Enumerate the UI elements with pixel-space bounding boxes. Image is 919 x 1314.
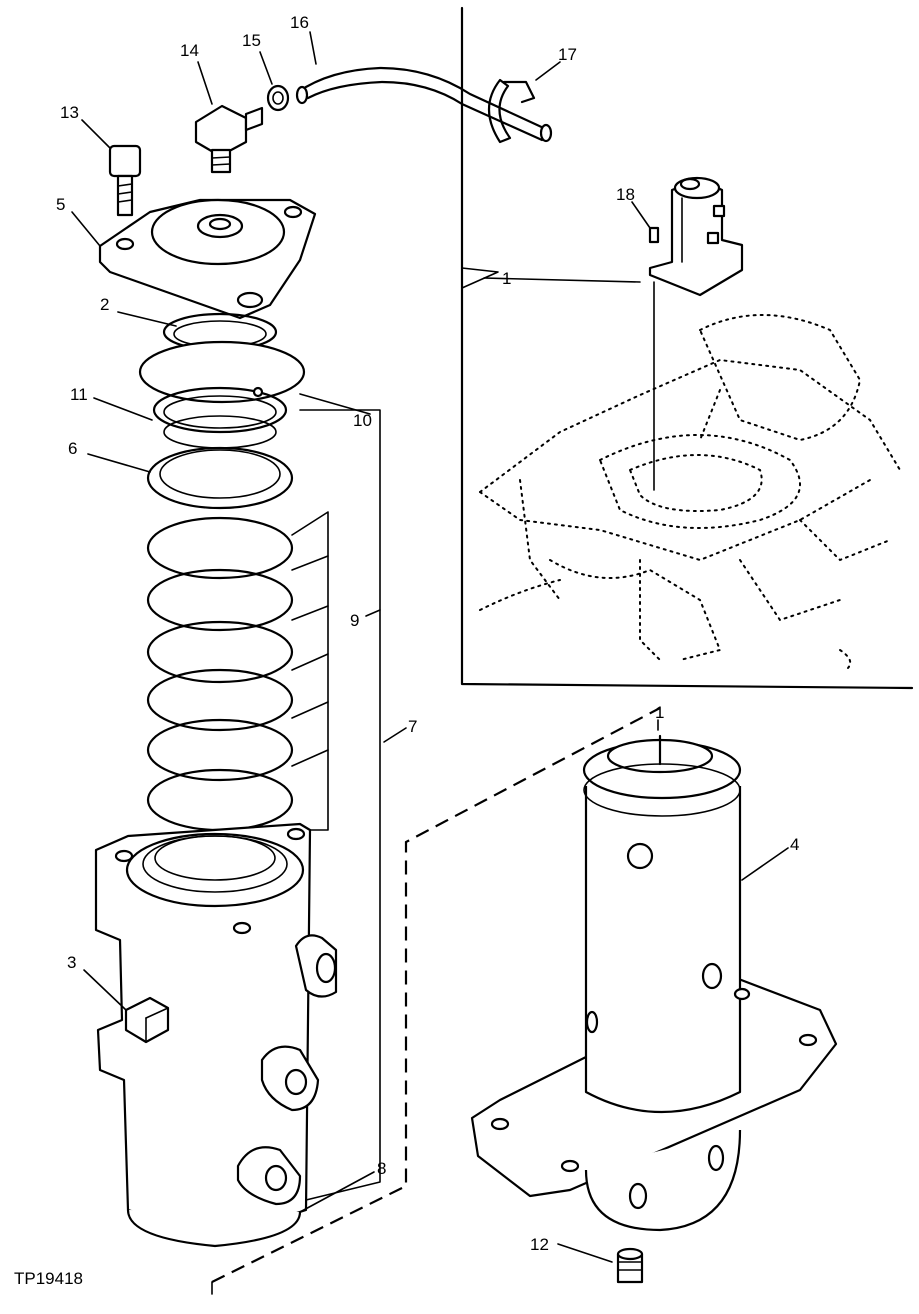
leader-lines	[71, 31, 789, 1295]
callout-10: 10	[353, 411, 372, 430]
inset-swivel-joint	[648, 176, 744, 491]
callout-1: 1	[502, 269, 511, 288]
part-15-nut	[266, 84, 290, 112]
part-9-seal-stack	[146, 511, 329, 832]
part-3-plug	[124, 996, 170, 1044]
figure-id: TP19418	[14, 1269, 83, 1288]
part-8-housing	[94, 822, 338, 1248]
callout-18: 18	[616, 185, 635, 204]
callout-8: 8	[377, 1159, 386, 1178]
part-5-cover-plate	[98, 198, 317, 320]
callout-14: 14	[180, 41, 199, 60]
part-14-elbow-fitting	[194, 104, 264, 174]
part-4-rotor	[470, 734, 838, 1232]
part-11-snap-ring	[152, 386, 288, 449]
callout-9: 9	[350, 611, 359, 630]
callout-17: 17	[558, 45, 577, 64]
part-17-clamp	[488, 78, 536, 144]
part-10-seal-plate	[138, 340, 306, 404]
callout-2: 2	[100, 295, 109, 314]
callout-15: 15	[242, 31, 261, 50]
callout-5: 5	[56, 195, 65, 214]
callout-6: 6	[68, 439, 77, 458]
callout-12: 12	[530, 1235, 549, 1254]
part-16-tube	[295, 66, 553, 143]
part-13-bolt	[108, 144, 142, 217]
callout-16: 16	[290, 13, 309, 32]
part-6-ring	[146, 446, 294, 510]
part-12-plug	[616, 1247, 644, 1284]
callout-13: 13	[60, 103, 79, 122]
part-7-bracket	[299, 409, 381, 1201]
callout-labels: 1 1 2 3 4 5 6 7 8 9 10 11 12 13 14 15 16…	[56, 13, 799, 1254]
assembly-dashed-line	[211, 707, 661, 1283]
callout-7: 7	[408, 717, 417, 736]
callout-3: 3	[67, 953, 76, 972]
callout-11: 11	[70, 385, 88, 404]
inset-frame	[460, 6, 914, 690]
machine-context-dotted	[479, 314, 901, 669]
callout-4: 4	[790, 835, 799, 854]
callout-1-lower: 1	[655, 703, 664, 722]
